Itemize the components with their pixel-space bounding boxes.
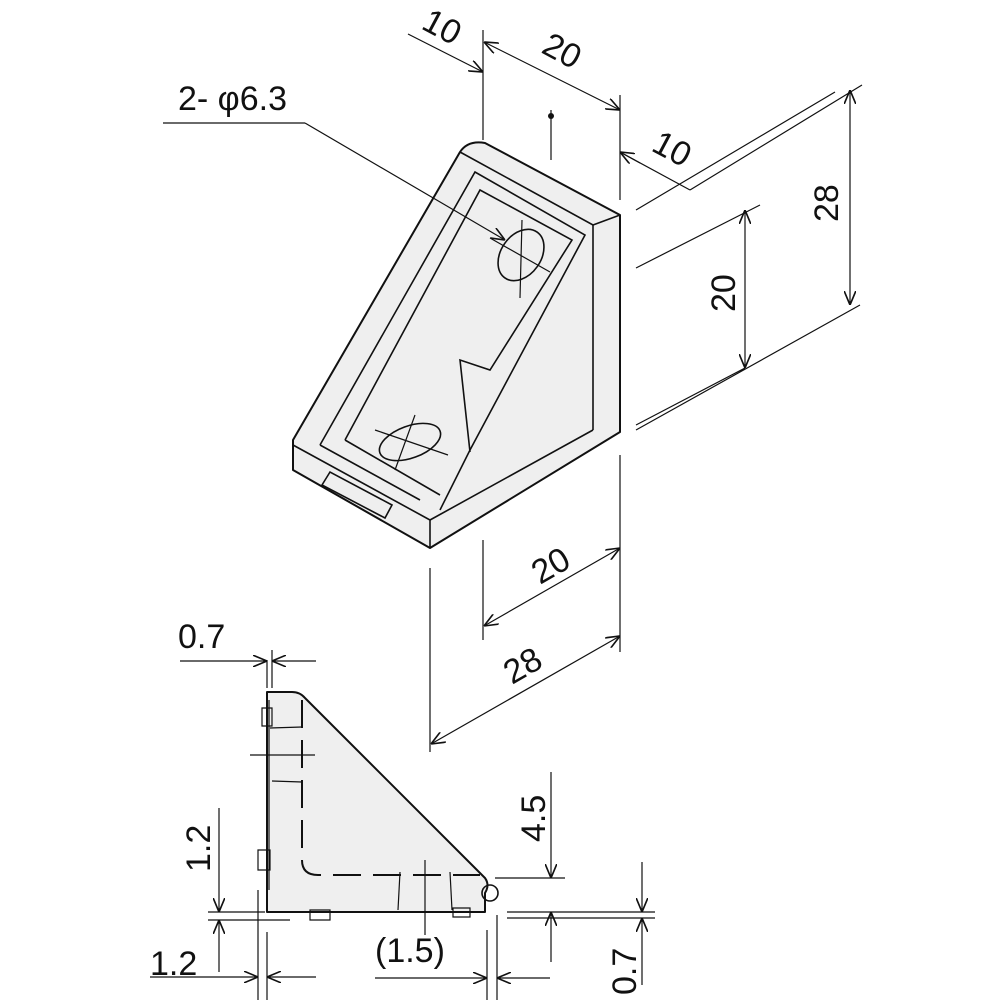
dim-bottom-inner: 20 (525, 540, 577, 592)
dim-left-upper: 1.2 (180, 825, 218, 872)
isometric-bracket (292, 141, 621, 549)
dim-top-left: 10 (416, 2, 467, 53)
dim-height-outer: 28 (808, 184, 846, 222)
hole-callout: 2- φ6.3 (178, 80, 287, 118)
right-dimensions: 28 20 (635, 90, 861, 431)
dim-top-width: 20 (536, 26, 587, 77)
dim-left-lower: 1.2 (150, 945, 197, 983)
dim-right-thickness: 0.7 (606, 948, 644, 995)
side-view: 0.7 1.2 1.2 4.5 (1.5) 0.7 (150, 618, 655, 1000)
dim-bottom-ref: (1.5) (375, 932, 445, 970)
dim-height-inner: 20 (705, 274, 743, 312)
dim-right-height: 4.5 (515, 795, 553, 842)
dim-top-thickness: 0.7 (178, 618, 225, 656)
dim-bottom-outer: 28 (497, 640, 549, 692)
dim-top-right: 10 (646, 124, 697, 175)
